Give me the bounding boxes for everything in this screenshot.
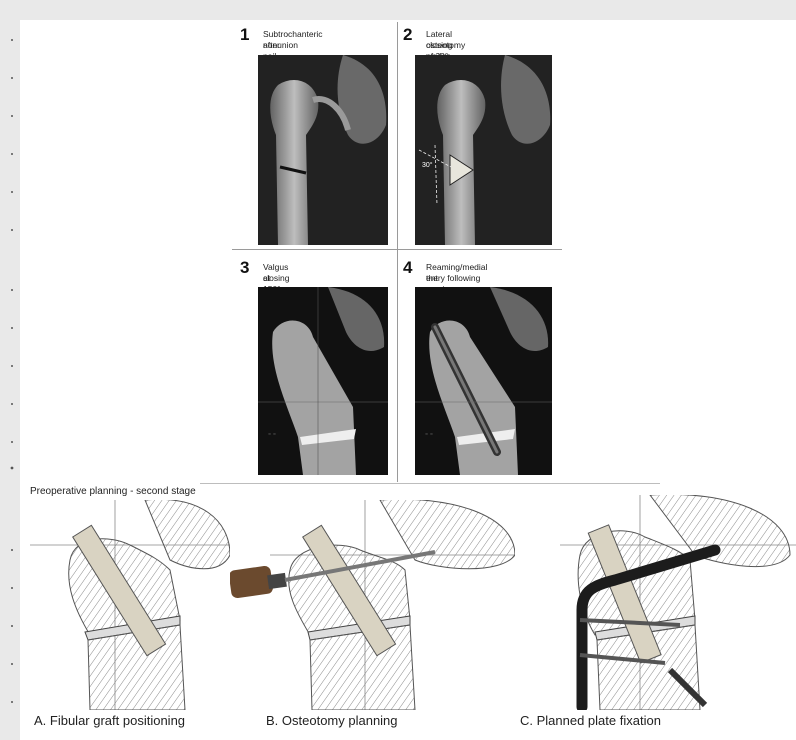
sketch-b-osteotomy-planning bbox=[230, 500, 515, 710]
grid-vertical-divider bbox=[397, 22, 398, 482]
panel-4-xray-image: ⁻ ⁻ bbox=[415, 287, 552, 475]
stage-title: Preoperative planning - second stage bbox=[30, 486, 196, 497]
caption-b: B. Osteotomy planning bbox=[266, 713, 398, 728]
sketch-a-fibular-graft bbox=[30, 500, 230, 710]
panel-2-xray-image: 30° bbox=[415, 55, 552, 245]
panel-3-xray-image: ⁻ ⁻ bbox=[258, 287, 388, 475]
panel-3-number: 3 bbox=[240, 258, 249, 278]
panel-1-number: 1 bbox=[240, 25, 249, 45]
svg-text:⁻ ⁻: ⁻ ⁻ bbox=[425, 433, 433, 439]
caption-c: C. Planned plate fixation bbox=[520, 713, 661, 728]
panel-2-angle-label: 30° bbox=[422, 161, 433, 169]
caption-a: A. Fibular graft positioning bbox=[34, 713, 185, 728]
stage-separator bbox=[200, 483, 660, 484]
svg-text:⁻ ⁻: ⁻ ⁻ bbox=[268, 433, 276, 439]
sketch-c-plate-fixation bbox=[520, 495, 796, 710]
panel-1-xray-image bbox=[258, 55, 388, 245]
left-margin-marks bbox=[4, 20, 16, 740]
panel-2-number: 2 bbox=[403, 25, 412, 45]
grid-horizontal-divider bbox=[232, 249, 562, 250]
panel-4-number: 4 bbox=[403, 258, 412, 278]
